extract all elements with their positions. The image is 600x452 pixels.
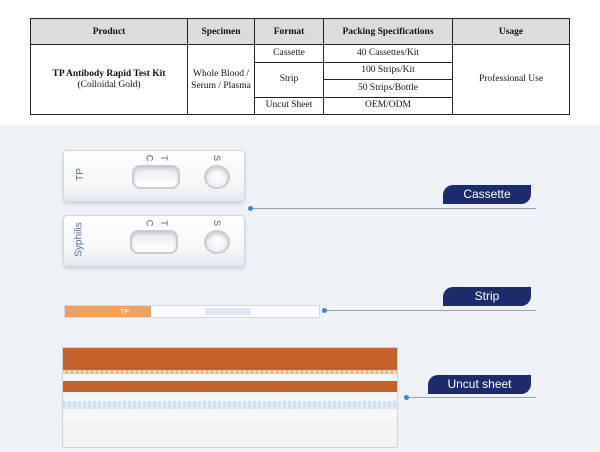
usage-cell: Professional Use xyxy=(452,44,570,115)
strip-orange-pad xyxy=(65,306,151,317)
header-product: Product xyxy=(30,18,188,45)
sample-well xyxy=(204,165,230,189)
cassette-c-mark: C xyxy=(144,219,155,227)
format-strip: Strip xyxy=(254,61,324,98)
uncut-connector-dot xyxy=(404,395,409,400)
packing-oem-odm: OEM/ODM xyxy=(323,96,453,115)
header-specimen: Specimen xyxy=(187,18,255,45)
uncut-orange-band xyxy=(63,348,397,370)
cassette-label-syphilis: Syphilis xyxy=(73,222,85,257)
cassette-tag: Cassette xyxy=(443,185,531,204)
uncut-orange-band xyxy=(63,381,397,392)
cassette-c-mark: C xyxy=(144,154,155,162)
cassette-connector-dot xyxy=(248,206,253,211)
uncut-sheet xyxy=(62,347,398,448)
packing-strips-kit: 100 Strips/Kit xyxy=(323,61,453,80)
syphilis-cassette: Syphilis C T S xyxy=(63,215,245,267)
strip-tag: Strip xyxy=(443,287,531,306)
uncut-blue-line xyxy=(63,401,397,409)
table-header-row: Product Specimen Format Packing Specific… xyxy=(30,18,570,45)
product-name: TP Antibody Rapid Test Kit xyxy=(52,68,166,79)
header-format: Format xyxy=(254,18,324,45)
sample-well xyxy=(204,230,230,254)
table-row: TP Antibody Rapid Test Kit (Colloidal Go… xyxy=(30,44,570,115)
format-cassette: Cassette xyxy=(254,44,324,63)
uncut-white-pad xyxy=(63,409,397,421)
test-strip xyxy=(64,305,320,318)
uncut-membrane-line xyxy=(63,370,397,374)
spec-table-area: Product Specimen Format Packing Specific… xyxy=(0,0,600,125)
cassette-t-mark: T xyxy=(158,155,169,161)
strip-absorbent-pad xyxy=(205,308,251,315)
uncut-connector-line xyxy=(408,397,536,398)
header-packing: Packing Specifications xyxy=(323,18,453,45)
header-usage: Usage xyxy=(452,18,570,45)
product-subtitle: (Colloidal Gold) xyxy=(77,79,141,90)
cassette-t-mark: T xyxy=(158,220,169,226)
uncut-sheet-tag: Uncut sheet xyxy=(428,375,531,394)
product-cell: TP Antibody Rapid Test Kit (Colloidal Go… xyxy=(30,44,188,115)
strip-tp-mark: TP xyxy=(120,309,129,316)
strip-connector-dot xyxy=(322,308,327,313)
format-uncut-sheet: Uncut Sheet xyxy=(254,96,324,115)
table-row: Uncut Sheet OEM/ODM xyxy=(31,96,570,115)
specimen-cell: Whole Blood / Serum / Plasma xyxy=(187,44,255,115)
result-window xyxy=(132,165,180,189)
cassette-s-mark: S xyxy=(212,154,223,162)
result-window xyxy=(130,230,178,254)
packing-cassettes-kit: 40 Cassettes/Kit xyxy=(323,44,453,63)
cassette-label-tp: TP xyxy=(74,168,86,181)
spec-table: Product Specimen Format Packing Specific… xyxy=(30,18,570,115)
tp-cassette: TP C T S xyxy=(63,150,245,202)
cassette-connector-line xyxy=(252,208,536,209)
strip-connector-line xyxy=(326,310,536,311)
packing-strips-bottle: 50 Strips/Bottle xyxy=(323,79,453,98)
cassette-s-mark: S xyxy=(212,219,223,227)
